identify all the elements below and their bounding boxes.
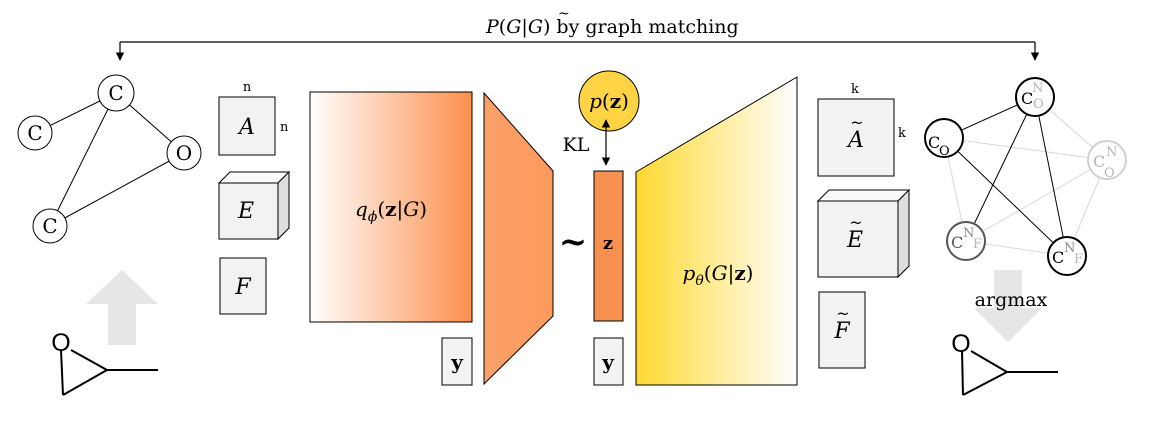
input-node-c2: C <box>17 115 53 151</box>
encoder: qϕ(z|G) <box>309 91 554 386</box>
up-arrow-icon <box>86 270 158 345</box>
input-graph: C C O C <box>17 74 202 244</box>
matrix-f: F <box>219 257 267 315</box>
svg-text:C: C <box>1021 89 1033 108</box>
encoder-label: qϕ(z|G) <box>355 197 427 225</box>
svg-text:N: N <box>1064 241 1075 256</box>
decoder-label: pθ(G|z) <box>683 261 754 289</box>
latent-condition-y: y <box>593 337 624 386</box>
svg-text:N: N <box>1106 145 1117 160</box>
svg-text:O: O <box>176 141 192 165</box>
svg-text:y: y <box>601 350 615 374</box>
svg-text:~: ~ <box>850 113 863 132</box>
svg-text:C: C <box>1093 152 1105 171</box>
tensor-e: E <box>217 170 291 241</box>
kl-label: KL <box>563 134 590 156</box>
svg-text:O: O <box>1104 166 1115 181</box>
svg-text:C: C <box>27 121 42 145</box>
svg-text:F: F <box>833 319 850 344</box>
matrix-f-tilde: F ~ <box>818 291 866 369</box>
output-node-faded: C N O <box>1087 140 1127 181</box>
prior: p(z) <box>578 70 640 132</box>
svg-text:O: O <box>939 144 950 159</box>
latent-z: z <box>593 170 624 322</box>
svg-text:C: C <box>928 133 940 152</box>
svg-text:A: A <box>237 115 255 140</box>
sampling-tilde: ~ <box>559 222 588 262</box>
input-node-c3: C <box>32 208 68 244</box>
graph-matching-label: P(G|G)by graph matching <box>485 16 739 38</box>
argmax-label: argmax <box>975 289 1048 311</box>
output-molecule-oxygen: O <box>951 330 970 358</box>
output-node-left: C O <box>924 118 964 159</box>
output-matrices: k k A ~ E ~ F ~ <box>816 82 911 369</box>
graph-matching-bracket: P(G|G)by graph matching ~ <box>115 6 1040 61</box>
svg-text:C: C <box>951 233 963 252</box>
dim-n-top: n <box>243 80 252 95</box>
graph-tilde-mark: ~ <box>558 6 570 22</box>
input-node-c1: C <box>97 74 135 112</box>
svg-text:C: C <box>42 214 57 238</box>
output-node-top: C N O <box>1015 77 1055 117</box>
prior-label: p(z) <box>589 89 629 113</box>
svg-text:A: A <box>846 128 864 153</box>
svg-text:~: ~ <box>836 304 849 323</box>
dim-k-side: k <box>898 126 906 141</box>
svg-text:y: y <box>450 350 464 374</box>
dim-n-side: n <box>280 120 289 135</box>
svg-text:F: F <box>1074 252 1083 267</box>
svg-text:N: N <box>1032 81 1043 96</box>
svg-text:E: E <box>237 199 254 224</box>
matrix-a: A <box>218 96 276 156</box>
output-molecule: O <box>951 330 1058 396</box>
encoder-condition-y: y <box>441 337 473 386</box>
input-node-o: O <box>166 135 202 171</box>
decoder: pθ(G|z) <box>635 76 798 386</box>
down-arrow-icon <box>974 270 1042 342</box>
svg-text:F: F <box>973 237 982 252</box>
output-node-bottom-right: C N F <box>1047 236 1087 276</box>
tensor-e-tilde: E ~ <box>816 188 911 279</box>
input-molecule-oxygen: O <box>51 329 70 357</box>
matrix-a-tilde: A ~ <box>817 98 895 177</box>
svg-text:E: E <box>846 228 863 253</box>
output-graph: C N O C O C N O C N F C N F <box>924 77 1127 276</box>
svg-text:C: C <box>108 81 123 105</box>
svg-text:O: O <box>1033 97 1044 112</box>
dim-k-top: k <box>851 82 859 97</box>
output-node-bottom-left: C N F <box>946 221 986 261</box>
svg-text:F: F <box>234 275 251 300</box>
input-molecule: O <box>51 329 158 396</box>
svg-text:C: C <box>1052 248 1064 267</box>
svg-text:z: z <box>603 233 613 254</box>
input-matrices: n n A E F <box>217 80 291 315</box>
svg-text:~: ~ <box>849 213 862 232</box>
kl-arrow: KL <box>563 119 611 166</box>
svg-text:N: N <box>963 226 974 241</box>
